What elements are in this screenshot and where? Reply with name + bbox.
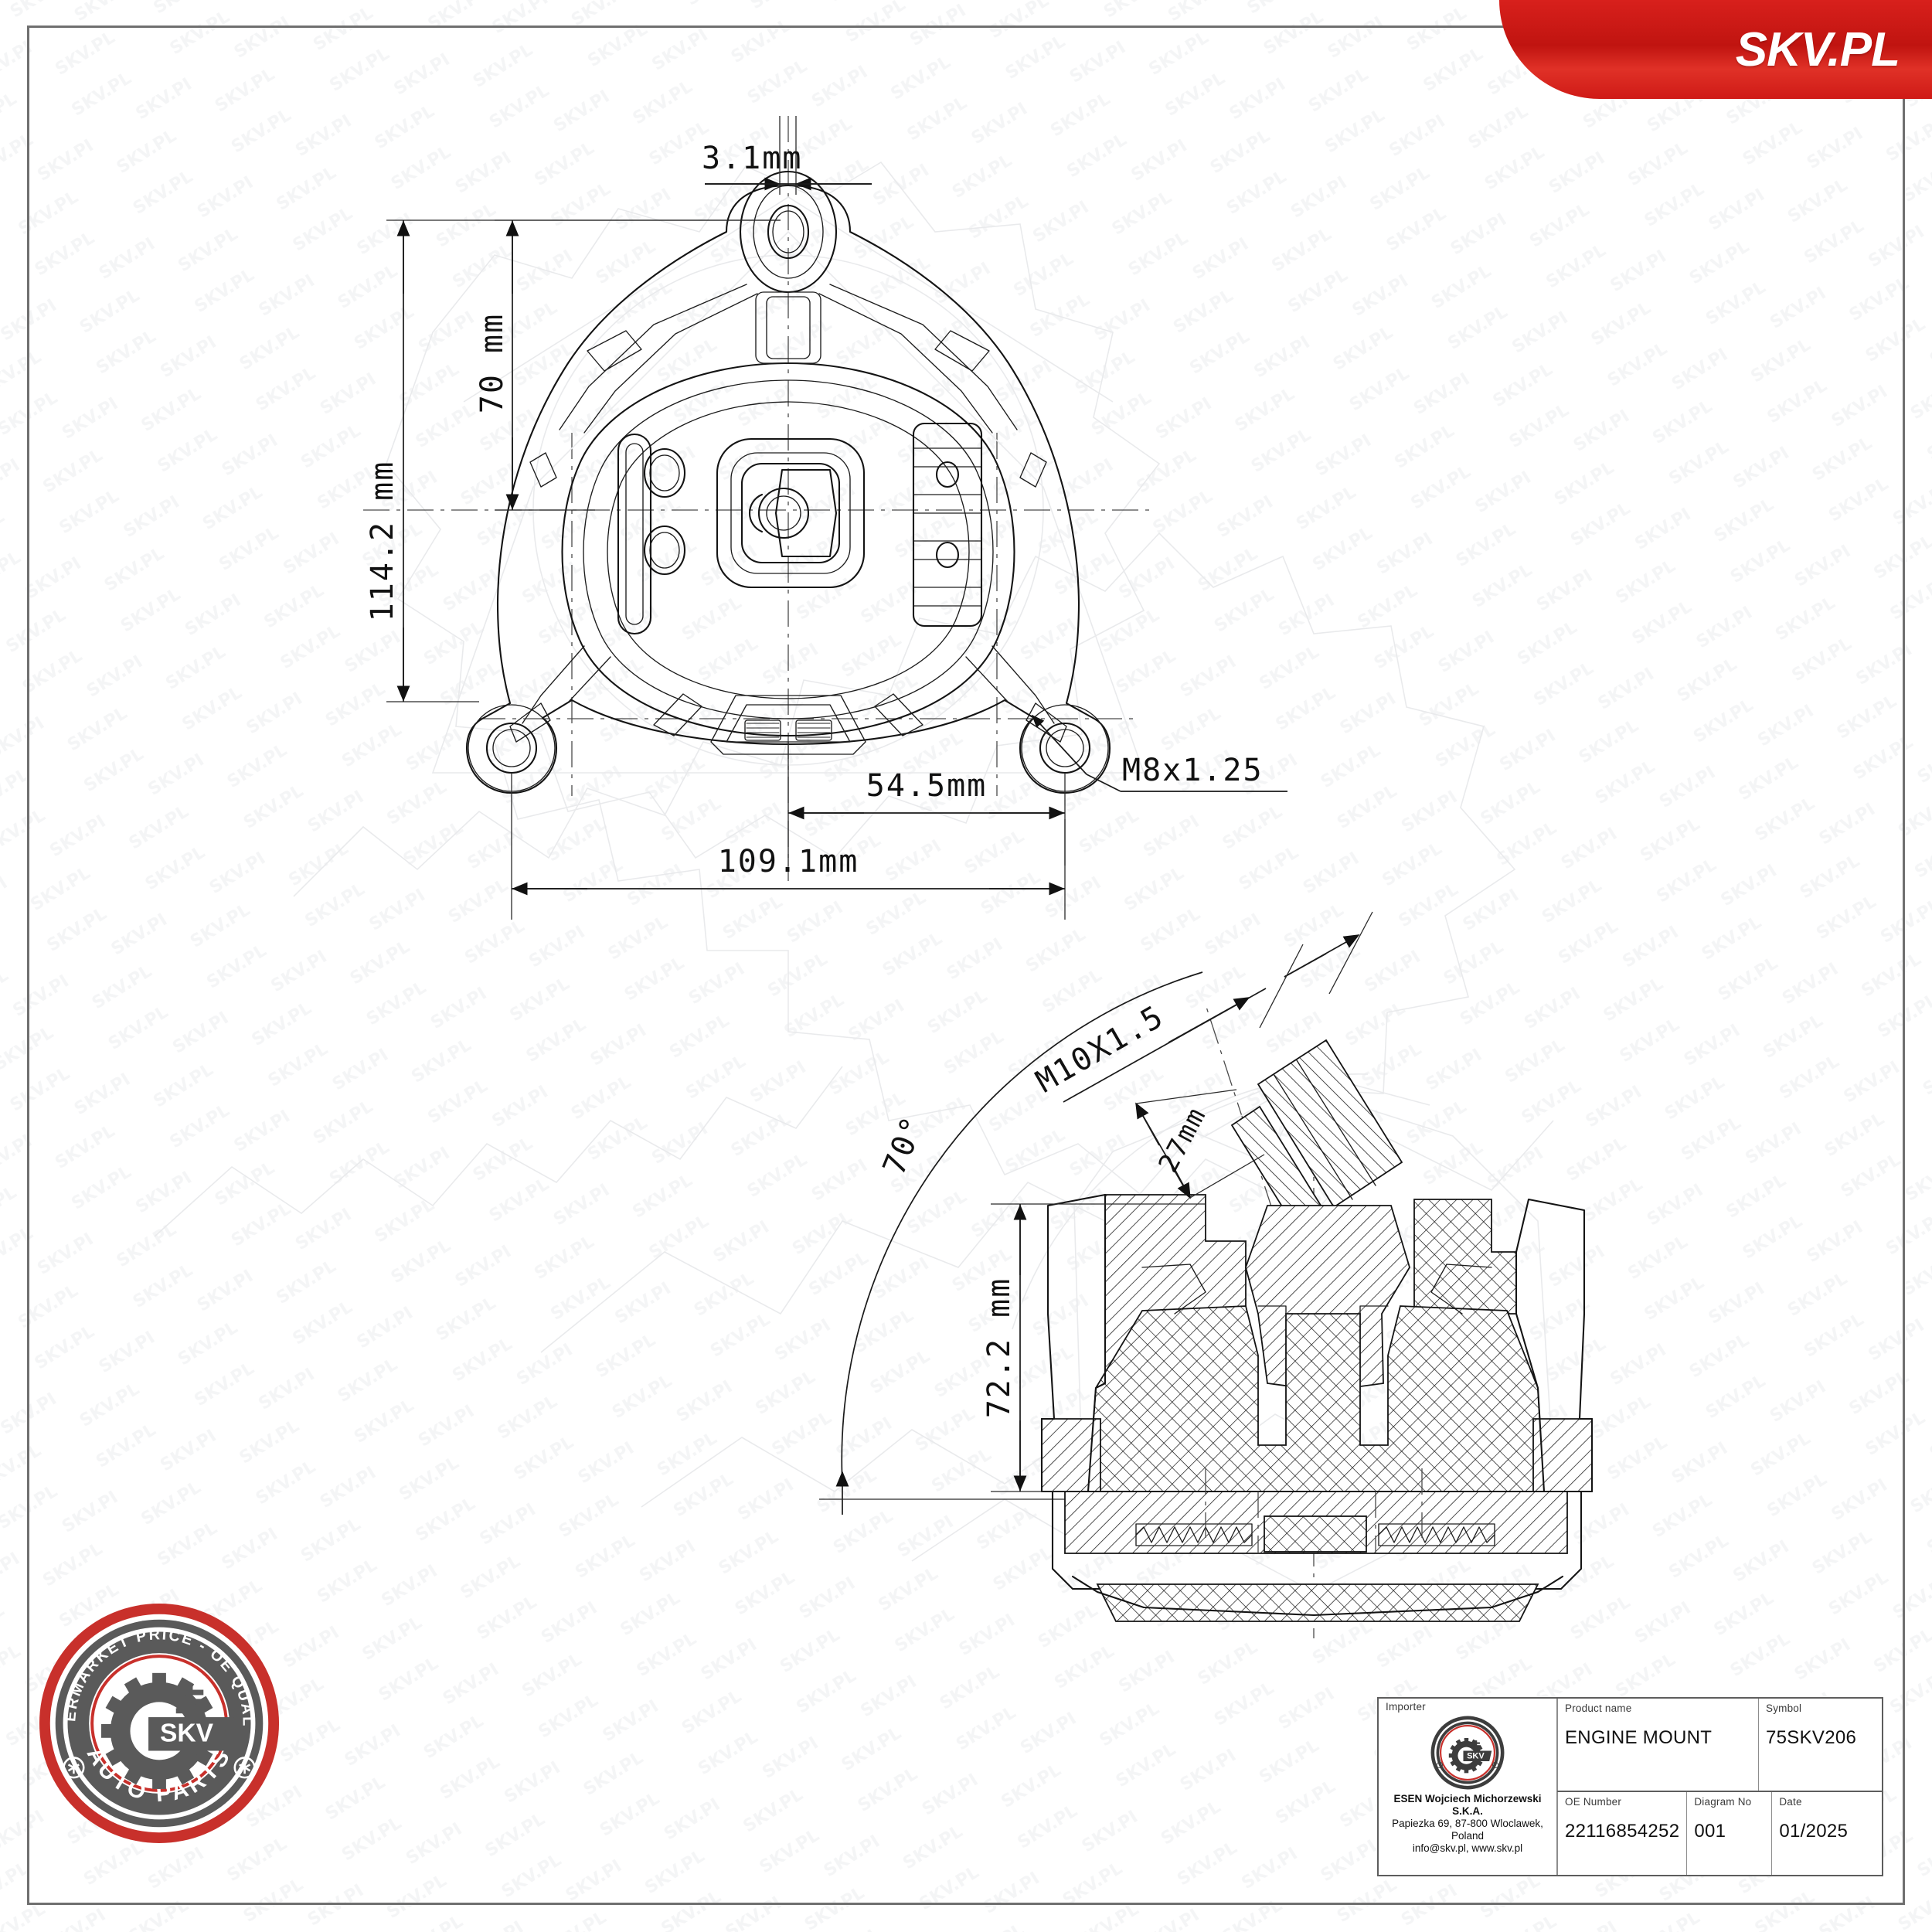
drawing-frame-border: [27, 26, 1905, 1905]
title-block-product-name-cell: Product name ENGINE MOUNT: [1557, 1699, 1758, 1791]
symbol-value: 75SKV206: [1766, 1726, 1857, 1748]
importer-panel-header: Importer: [1386, 1701, 1426, 1713]
oe-number-value: 22116854252: [1565, 1820, 1680, 1842]
importer-logo-center-text: SKV: [1467, 1752, 1485, 1761]
importer-company: ESEN Wojciech Michorzewski S.K.A.: [1393, 1792, 1542, 1817]
importer-contact: info@skv.pl, www.skv.pl: [1412, 1842, 1523, 1854]
diagram-no-header: Diagram No: [1694, 1796, 1752, 1808]
diagram-no-value: 001: [1694, 1820, 1726, 1842]
date-header: Date: [1779, 1796, 1802, 1808]
skv-pl-brand-banner: SKV.PL: [1499, 0, 1932, 99]
banner-text: SKV.PL: [1735, 22, 1900, 77]
product-name-header: Product name: [1565, 1702, 1632, 1714]
importer-address-lines: ESEN Wojciech Michorzewski S.K.A. Papiez…: [1379, 1793, 1556, 1855]
importer-address: Papiezka 69, 87-800 Wloclawek, Poland: [1392, 1817, 1543, 1842]
importer-skv-logo: SKV: [1430, 1716, 1505, 1790]
symbol-header: Symbol: [1766, 1702, 1802, 1714]
title-block-date-cell: Date 01/2025: [1771, 1792, 1895, 1875]
skv-auto-parts-badge: AFTERMARKET PRICE - OE QUALITY AUTO PART…: [37, 1601, 280, 1844]
badge-center-text: SKV: [160, 1719, 214, 1748]
date-value: 01/2025: [1779, 1820, 1849, 1842]
title-block-oe-number-cell: OE Number 22116854252: [1557, 1792, 1686, 1875]
oe-number-header: OE Number: [1565, 1796, 1622, 1808]
importer-panel: Importer: [1379, 1699, 1557, 1875]
title-block-diagram-no-cell: Diagram No 001: [1686, 1792, 1771, 1875]
title-block-symbol-cell: Symbol 75SKV206: [1758, 1699, 1882, 1791]
product-name-value: ENGINE MOUNT: [1565, 1726, 1713, 1748]
title-block: Importer Product name ENGINE MOUNT Symbo…: [1377, 1697, 1883, 1876]
